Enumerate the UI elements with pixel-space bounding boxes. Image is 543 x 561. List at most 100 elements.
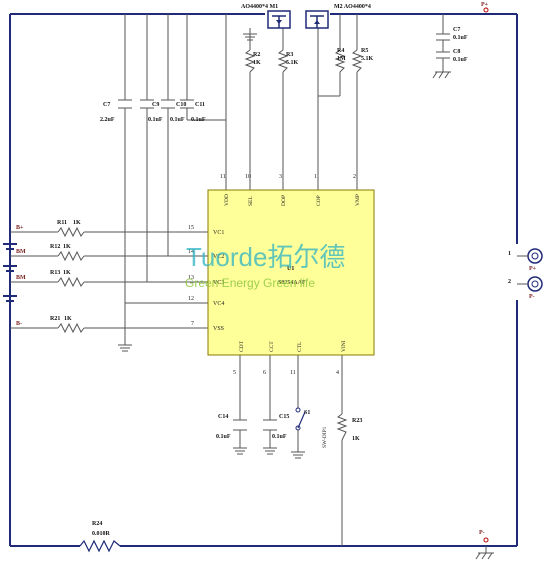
ground-symbol	[243, 28, 257, 41]
ic-pin-ctl-name: CTL	[297, 341, 303, 352]
resistor-r3	[277, 49, 289, 73]
ic-pin-vc1-name: VC1	[213, 230, 224, 236]
ic-pin-vc4-num: 12	[188, 296, 194, 302]
mosfet-m2-label: M2 AO4400*4	[334, 4, 371, 10]
mosfet-m2	[305, 10, 329, 29]
capacitor-c14	[233, 419, 247, 431]
ic-pin-cct-name: CCT	[269, 341, 275, 352]
connector-p-minus	[517, 276, 543, 292]
ground-symbol-c14	[233, 447, 247, 455]
c7r-name: C7	[453, 27, 460, 33]
connector-pin1: 1	[508, 251, 511, 257]
r21-name: R21	[50, 316, 60, 322]
ic-part-number: S8254AAF	[278, 280, 306, 286]
ic-pin-cdt-name: CDT	[239, 340, 245, 352]
switch-label: SW-DIP1	[322, 426, 328, 448]
net-b-minus: B-	[16, 321, 22, 327]
resistor-r24	[79, 539, 121, 553]
ic-pin-vmp-num: 2	[353, 174, 356, 180]
net-bm2: BM	[16, 275, 26, 281]
ic-pin-vini-num: 4	[336, 370, 339, 376]
c8r-value: 0.1uF	[453, 57, 468, 63]
ic-pin-ctl-num: 11	[290, 370, 296, 376]
mosfet-m1	[267, 10, 291, 29]
capacitor-c7-right	[436, 33, 450, 41]
ic-pin-cop-num: 1	[314, 174, 317, 180]
c9-name: C9	[152, 102, 159, 108]
ic-pin-vc1-num: 15	[188, 225, 194, 231]
ic-pin-vmp-name: VMP	[355, 194, 361, 206]
ic-pin-dop-num: 3	[279, 174, 282, 180]
c10-value: 0.1uF	[170, 117, 185, 123]
ic-pin-vss-num: 7	[191, 321, 194, 327]
p-plus-terminal	[483, 7, 489, 13]
c14-name: C14	[218, 414, 228, 420]
net-bm1: BM	[16, 249, 26, 255]
r2-name: R2	[253, 52, 260, 58]
resistor-r2	[244, 49, 256, 73]
resistor-r23	[336, 413, 348, 441]
mosfet-m1-label: AO4400*4 M1	[241, 4, 278, 10]
r23-value: 1K	[352, 436, 360, 442]
r11-name: R11	[57, 220, 67, 226]
r2-value: 1K	[253, 60, 261, 66]
c15-name: C15	[279, 414, 289, 420]
dip-switch-s1[interactable]	[295, 407, 306, 431]
r24-name: R24	[92, 521, 102, 527]
r23-name: R23	[352, 418, 362, 424]
r12-value: 1K	[63, 244, 71, 250]
c15-value: 0.1uF	[272, 434, 287, 440]
resistor-r4	[334, 49, 346, 73]
connector-p-minus-label: P-	[529, 294, 535, 300]
resistor-r11	[57, 226, 85, 238]
connector-pin2: 2	[508, 279, 511, 285]
r13-name: R13	[50, 270, 60, 276]
r5-name: R5	[361, 48, 368, 54]
r24-value: 0.010R	[92, 531, 111, 537]
ic-top-pins: 11 10 3 1 2 VDD SEL DOP COP VMP	[220, 174, 361, 206]
resistor-r5	[351, 49, 363, 73]
capacitor-c10	[161, 99, 175, 109]
resistor-r12	[57, 250, 85, 262]
r5-value: 5.1K	[361, 56, 374, 62]
ic-pin-vini-name: VINI	[341, 340, 347, 352]
r21-value: 1K	[64, 316, 72, 322]
c10-name: C10	[176, 102, 186, 108]
capacitor-c11	[180, 99, 194, 109]
watermark-slogan: Green Energy Green life	[185, 276, 315, 290]
ic-pin-cop-name: COP	[316, 195, 322, 206]
capacitor-c9	[140, 99, 154, 109]
p-minus-terminal	[483, 537, 489, 543]
ground-symbol-p-minus	[475, 552, 494, 560]
c14-value: 0.1uF	[216, 434, 231, 440]
ic-left-pins: 15 14 13 12 7 VC1 VC2 VC3 VC4 VSS	[188, 225, 224, 332]
switch-name: S1	[304, 410, 310, 416]
ic-pin-vc3-num: 13	[188, 275, 194, 281]
c7-name: C7	[103, 102, 110, 108]
r4-name: R4	[337, 48, 344, 54]
capacitor-c15	[263, 419, 277, 431]
ic-pin-vc2-name: VC2	[213, 254, 224, 260]
r3-value: 5.1K	[286, 60, 299, 66]
ic-designator: U1	[287, 266, 294, 272]
ground-symbol-switch	[291, 451, 305, 459]
capacitor-c8-right	[436, 51, 450, 59]
c7r-value: 0.1uF	[453, 35, 468, 41]
ic-pin-cct-num: 6	[263, 370, 266, 376]
ic-pin-vc4-name: VC4	[213, 301, 224, 307]
resistor-r13	[57, 276, 85, 288]
resistor-r21	[57, 322, 85, 334]
ic-pin-vdd-num: 11	[220, 174, 226, 180]
r13-value: 1K	[63, 270, 71, 276]
ic-pin-vdd-name: VDD	[224, 194, 230, 206]
battery-cells	[3, 243, 17, 302]
r11-value: 1K	[73, 220, 81, 226]
ic-pin-vc2-num: 14	[188, 249, 194, 255]
c9-value: 0.1uF	[148, 117, 163, 123]
ic-pin-dop-name: DOP	[281, 195, 287, 206]
c8r-name: C8	[453, 49, 460, 55]
ic-pin-sel-num: 10	[245, 174, 251, 180]
r12-name: R12	[50, 244, 60, 250]
c7-value: 2.2uF	[100, 117, 115, 123]
